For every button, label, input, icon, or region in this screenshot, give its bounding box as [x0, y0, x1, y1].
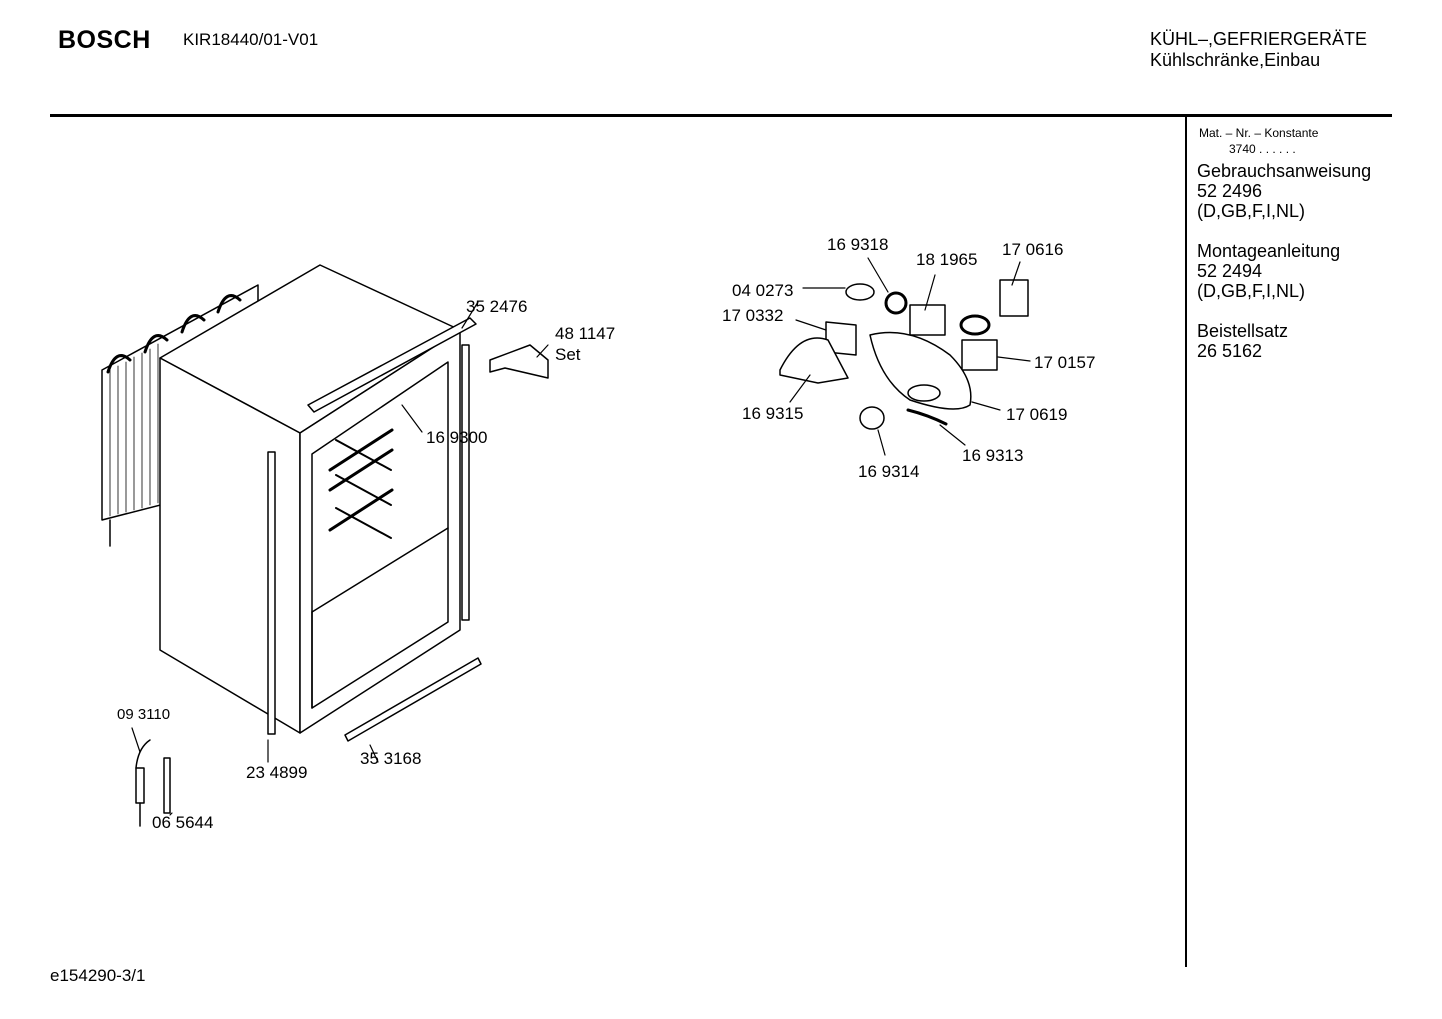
part-label-169300: 16 9300 [426, 428, 488, 447]
side-strip [267, 451, 276, 735]
bottom-strip [344, 657, 482, 742]
part-label-170332: 17 0332 [722, 306, 784, 325]
part-label-169313: 16 9313 [962, 446, 1024, 465]
category-subtitle: Kühlschränke,Einbau [1150, 50, 1321, 70]
doc-title-assembly: Montageanleitung [1197, 241, 1341, 261]
part-label-481147-set: Set [555, 345, 581, 364]
part-label-065644: 06 5644 [152, 813, 214, 832]
doc-langs-assembly: (D,GB,F,I,NL) [1197, 281, 1306, 301]
part-label-169315: 16 9315 [742, 404, 804, 423]
mat-label: Mat. – Nr. – Konstante [1199, 126, 1319, 140]
cabinet [159, 264, 461, 734]
category-title: KÜHL–,GEFRIERGERÄTE [1150, 29, 1368, 49]
part-label-181965: 18 1965 [916, 250, 978, 269]
lamp-assembly [779, 279, 1029, 430]
sensor-093110 [135, 767, 145, 804]
doc-title-accessory: Beistellsatz [1197, 321, 1289, 341]
part-label-234899: 23 4899 [246, 763, 308, 782]
part-label-170157: 17 0157 [1034, 353, 1096, 372]
model-number: KIR18440/01-V01 [183, 30, 319, 49]
part-label-352476: 35 2476 [466, 297, 528, 316]
doc-langs-manual: (D,GB,F,I,NL) [1197, 201, 1306, 221]
doc-number-accessory: 26 5162 [1197, 341, 1263, 361]
top-rail [307, 317, 477, 413]
hinge-set [489, 344, 549, 379]
part-label-353168: 35 3168 [360, 749, 422, 768]
part-label-481147: 48 1147 [555, 324, 616, 343]
part-label-170616: 17 0616 [1002, 240, 1064, 259]
sensor-065644 [163, 757, 171, 814]
exploded-parts-diagram [101, 257, 1031, 827]
brand-logo: BOSCH [58, 26, 151, 54]
sidebar-divider [1185, 117, 1187, 967]
doc-number-assembly: 52 2494 [1197, 261, 1263, 281]
part-label-170619: 17 0619 [1006, 405, 1068, 424]
part-label-093110: 09 3110 [117, 706, 171, 723]
doc-title-manual: Gebrauchsanweisung [1197, 161, 1372, 181]
part-label-169318: 16 9318 [827, 235, 889, 254]
leader-lines [131, 257, 1031, 816]
front-strip [461, 344, 470, 621]
part-label-040273: 04 0273 [732, 281, 794, 300]
part-label-169314: 16 9314 [858, 462, 920, 481]
diagram-code: e154290-3/1 [50, 966, 146, 985]
doc-number-manual: 52 2496 [1197, 181, 1263, 201]
mat-number: 3740 . . . . . . [1229, 142, 1296, 156]
header-divider [50, 114, 1392, 117]
